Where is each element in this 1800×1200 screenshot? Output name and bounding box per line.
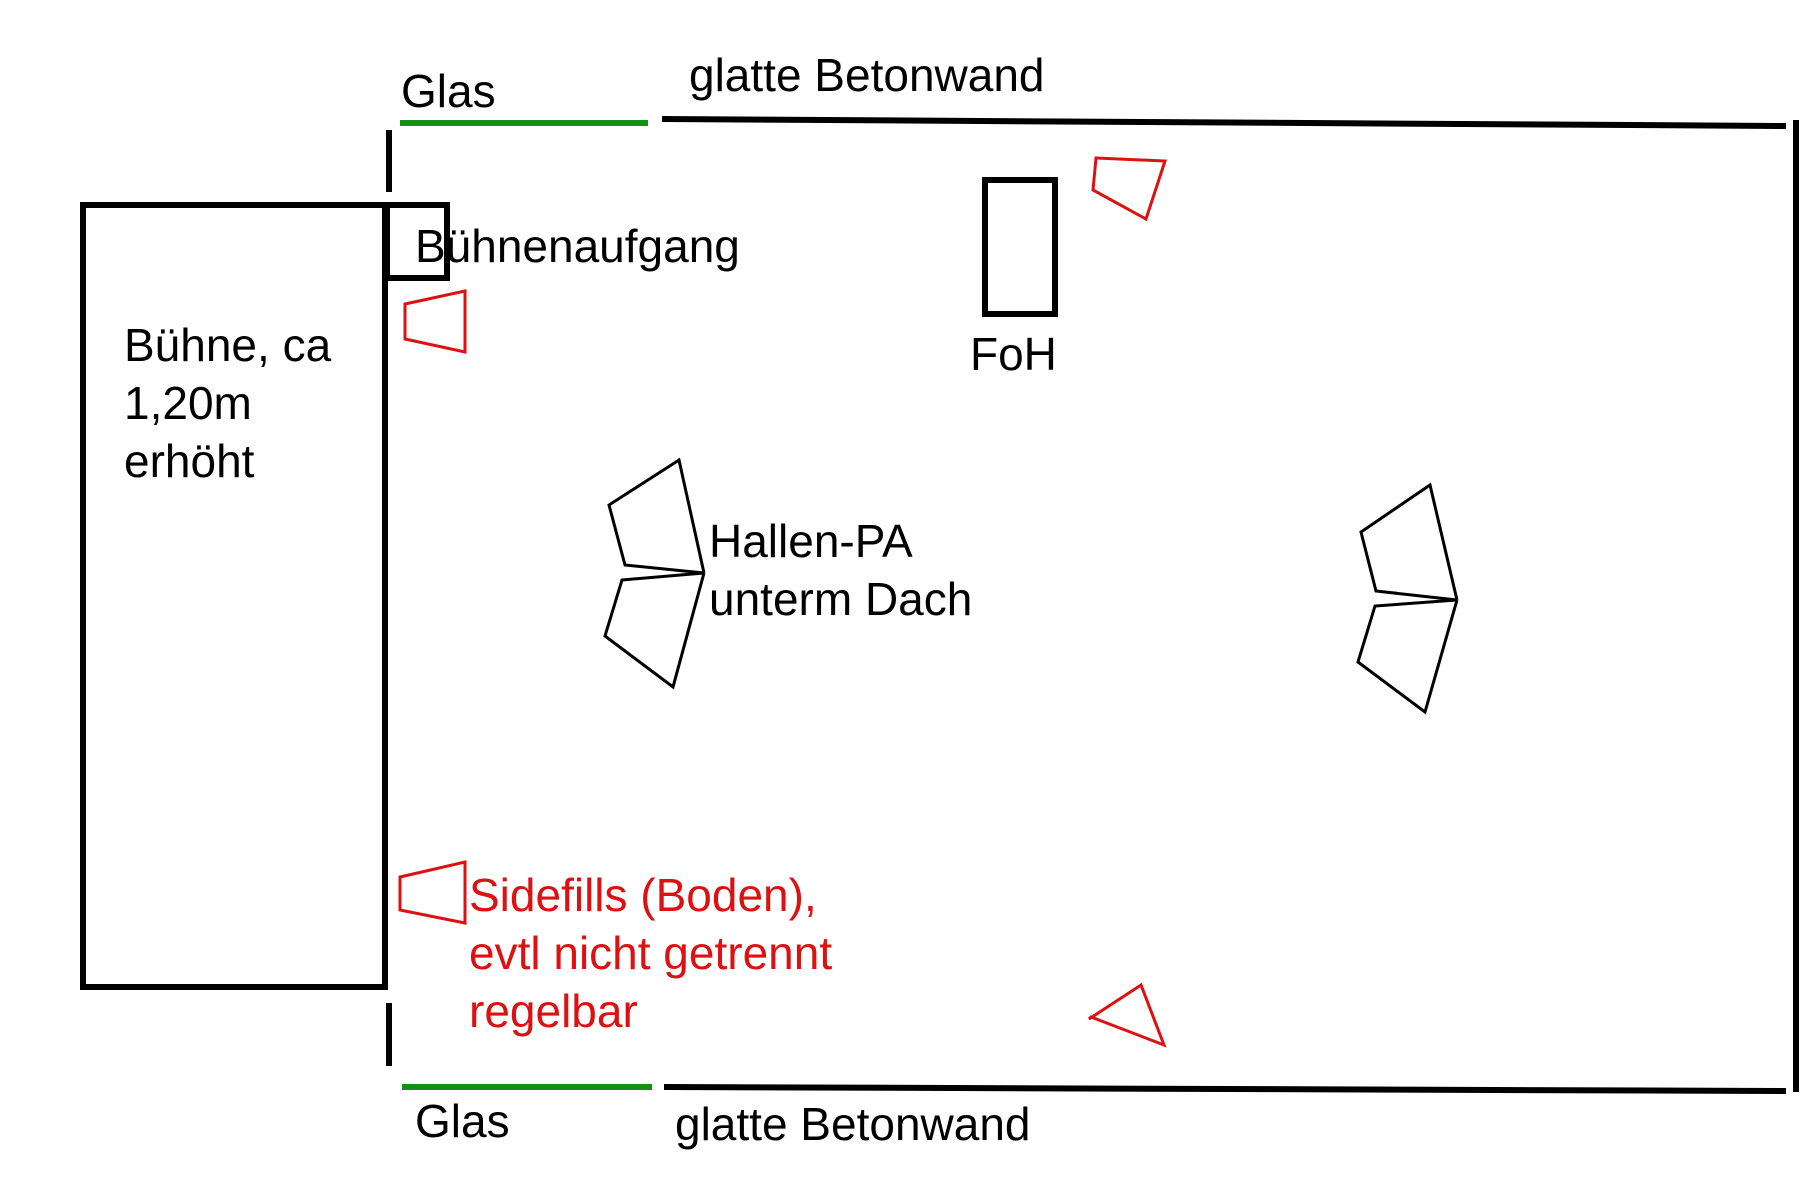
pa-cluster-icon bbox=[1356, 482, 1459, 715]
glass-label-bottom: Glas bbox=[415, 1095, 510, 1147]
stage-access-box bbox=[384, 202, 450, 281]
stage bbox=[80, 202, 388, 990]
stage-label-line: 1,20m bbox=[124, 377, 252, 429]
foh-desk bbox=[982, 177, 1058, 317]
sidefills-label: Sidefills (Boden), evtl nicht getrennt r… bbox=[469, 866, 832, 1040]
sidefills-label-line: evtl nicht getrennt bbox=[469, 927, 833, 979]
concrete-wall-bottom bbox=[663, 1084, 1787, 1094]
stage-label: Bühne, ca 1,20m erhöht bbox=[124, 316, 331, 490]
sidefills-label-line: Sidefills (Boden), bbox=[469, 869, 817, 921]
concrete-wall-label-bottom: glatte Betonwand bbox=[675, 1098, 1031, 1150]
concrete-wall-label-top: glatte Betonwand bbox=[689, 49, 1045, 101]
pa-label-line: unterm Dach bbox=[709, 573, 973, 625]
sidefills-label-line: regelbar bbox=[469, 985, 638, 1037]
stage-label-line: Bühne, ca bbox=[124, 319, 332, 371]
fill-speaker-icon bbox=[1091, 156, 1168, 222]
pa-label: Hallen-PA unterm Dach bbox=[709, 512, 972, 628]
sidefill-speaker-icon bbox=[403, 289, 467, 354]
concrete-wall-top bbox=[661, 116, 1787, 129]
fill-speaker-icon bbox=[1087, 982, 1167, 1048]
sidefill-speaker-icon bbox=[398, 860, 467, 925]
stage-label-line: erhöht bbox=[124, 435, 255, 487]
foh-label: FoH bbox=[970, 328, 1057, 380]
pa-label-line: Hallen-PA bbox=[709, 515, 913, 567]
glass-label-top: Glas bbox=[401, 65, 496, 117]
pa-cluster-icon bbox=[603, 457, 706, 690]
stage-access-label: Bühnenaufgang bbox=[415, 220, 740, 272]
